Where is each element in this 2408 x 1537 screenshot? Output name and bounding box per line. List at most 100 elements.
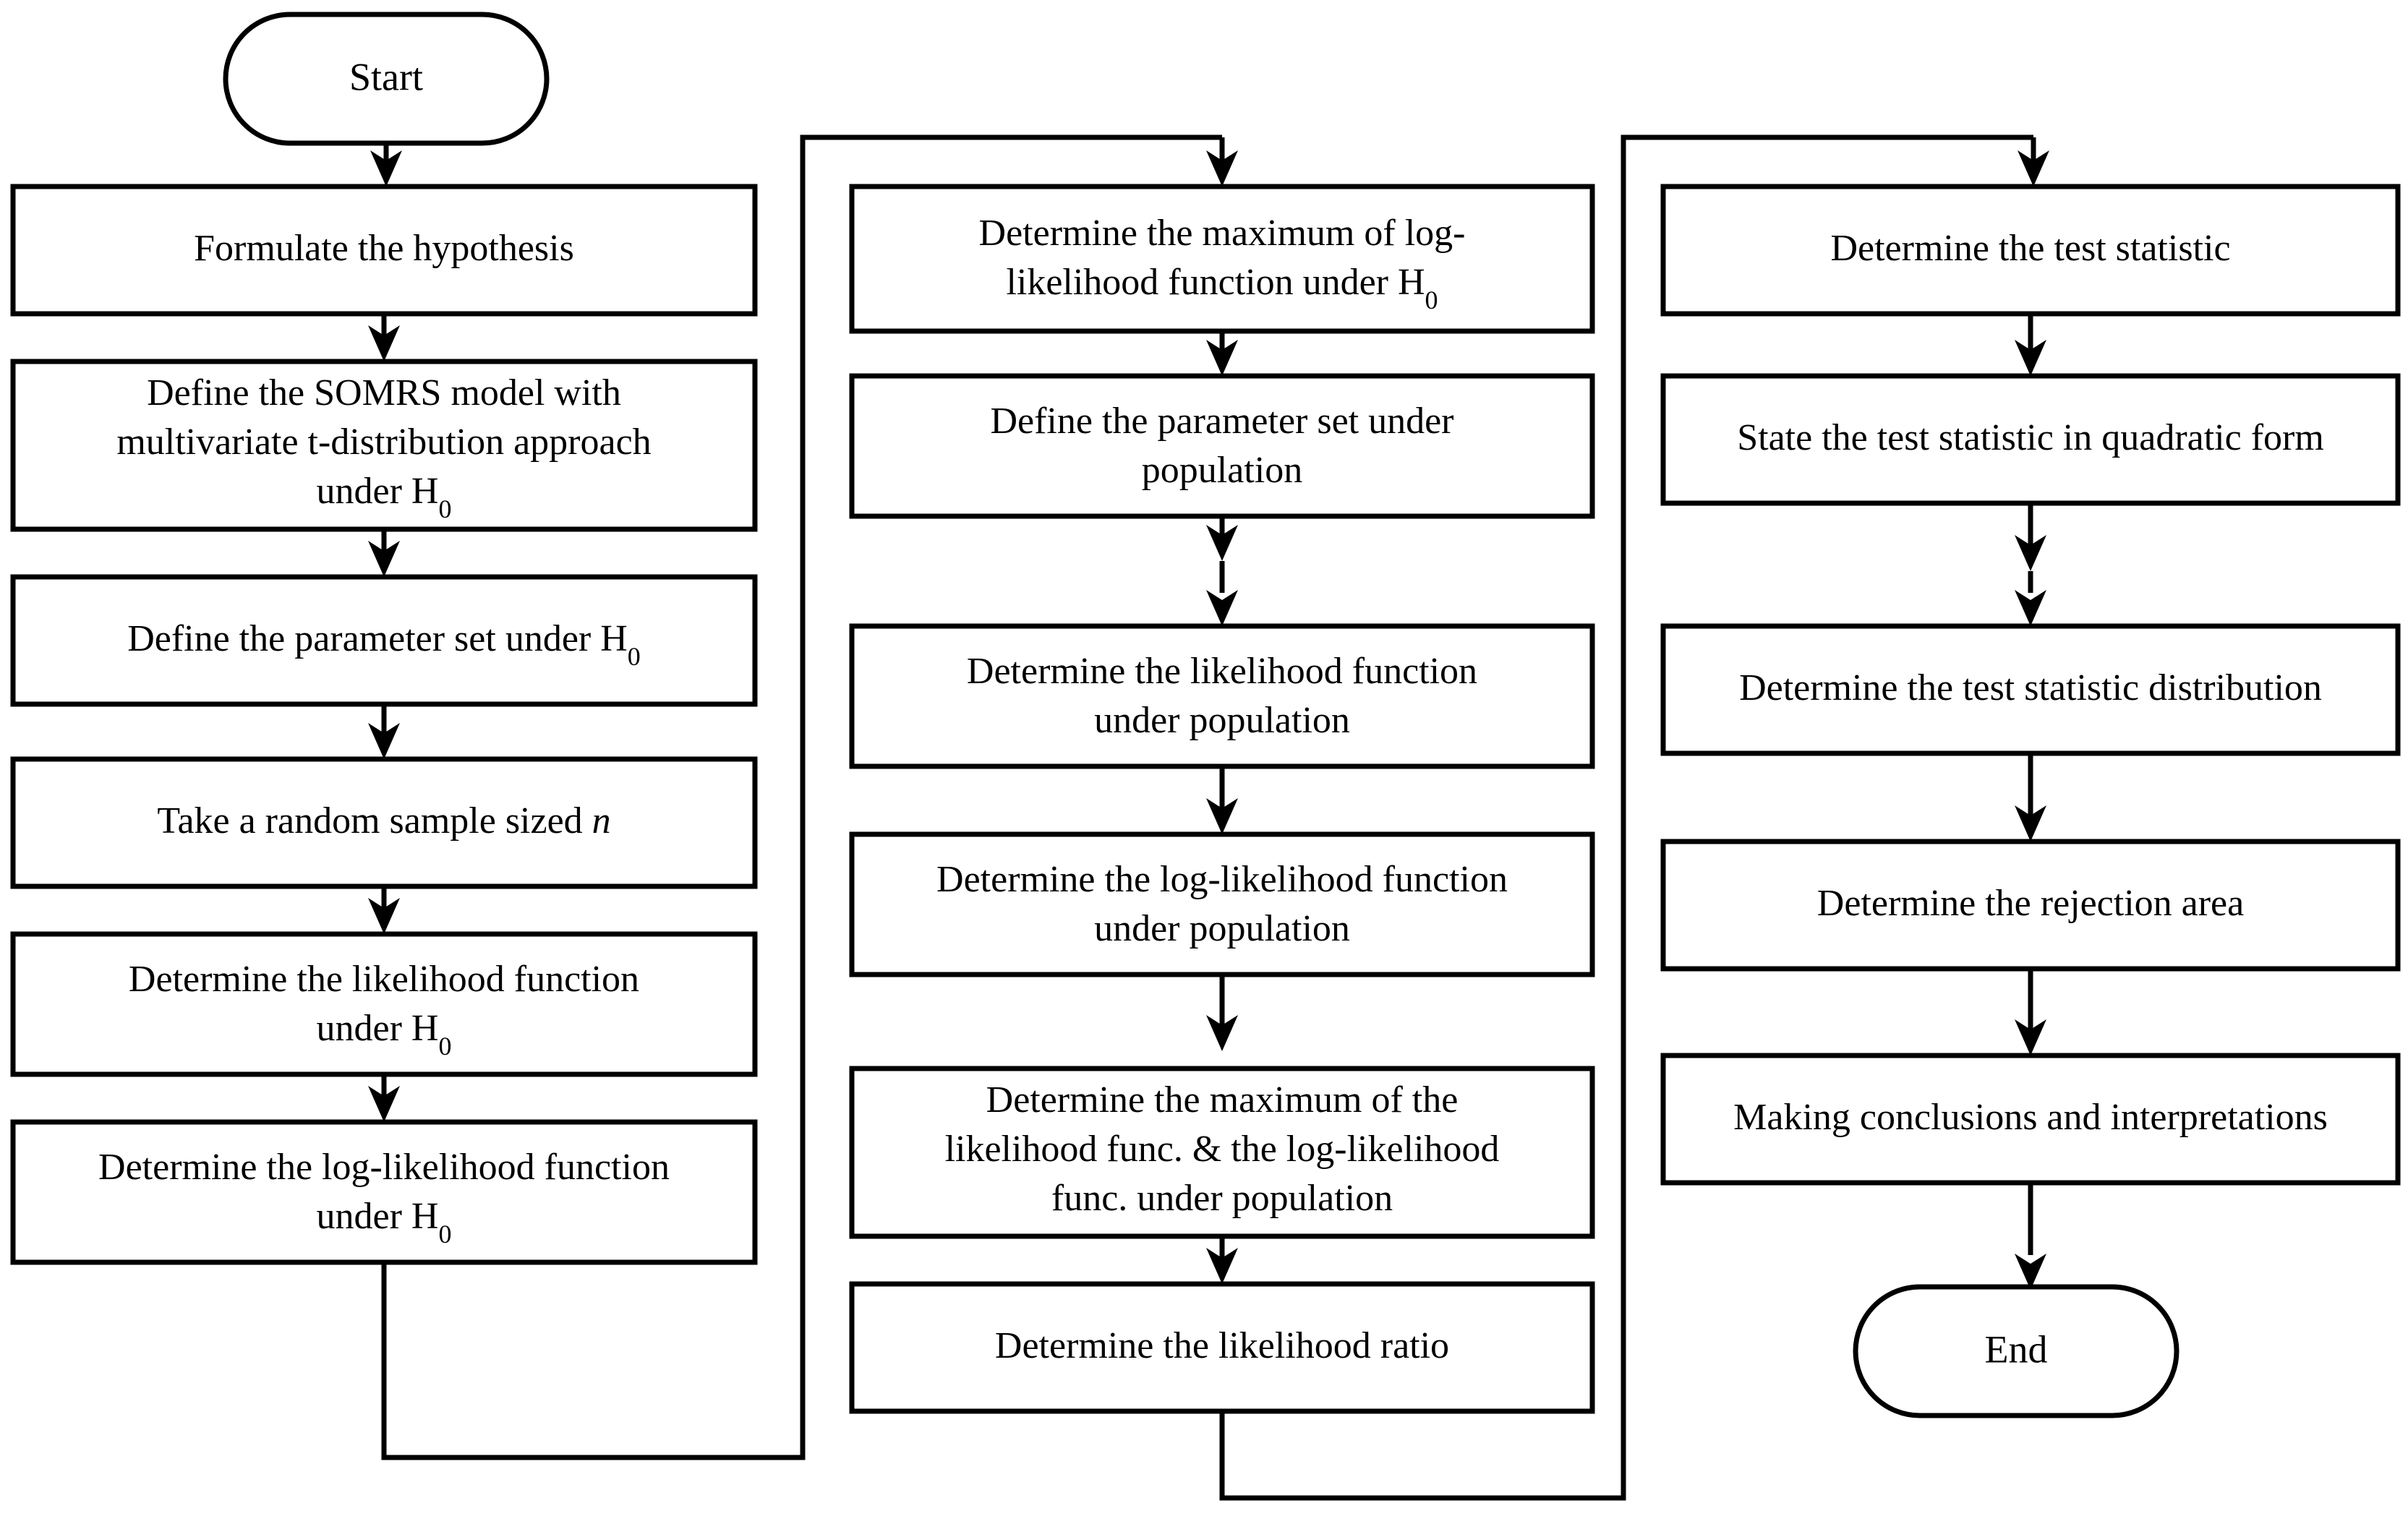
connector-n14-to-n15	[2015, 503, 2046, 571]
n16-shape	[1660, 839, 2401, 972]
end-terminator-label: End	[1985, 1327, 2048, 1371]
n6-label-line-2: under H0	[317, 1196, 452, 1249]
node-n16[interactable]: Determine the rejection area	[1660, 839, 2401, 972]
arrow-down-icon	[2018, 150, 2049, 187]
connector-n1-to-n2	[368, 314, 400, 361]
connector-n4-to-n5	[368, 886, 400, 934]
n5-label-line-2: under H0	[317, 1008, 452, 1061]
node-n17[interactable]: Making conclusions and interpretations	[1660, 1053, 2401, 1186]
arrow-down-icon	[368, 1086, 400, 1122]
end-terminator-shape	[1853, 1284, 2179, 1418]
start-terminator-label: Start	[349, 55, 423, 98]
n2-label-line-3: under H0	[317, 471, 452, 523]
node-n4[interactable]: Take a random sample sized n	[10, 756, 758, 889]
arrow-down-icon	[368, 723, 400, 759]
arrow-down-icon	[2015, 590, 2046, 626]
arrow-down-icon	[2015, 1019, 2046, 1056]
connector-n11-to-n12	[1206, 1236, 1238, 1284]
connector-n7-to-n8	[1206, 331, 1238, 376]
n9-label-line-2: under population	[1094, 700, 1350, 741]
n5-shape	[10, 931, 758, 1077]
connector-n13-to-n14	[2015, 314, 2046, 376]
n7-shape	[849, 184, 1595, 334]
n2-label-line-2: multivariate t-distribution approach	[116, 421, 651, 463]
arrow-down-icon	[1206, 150, 1238, 187]
connector-wrap-col1-to-col2	[381, 134, 1238, 1460]
node-n9[interactable]: Determine the likelihood function under …	[849, 623, 1595, 769]
n17-label-line-1: Making conclusions and interpretations	[1733, 1097, 2328, 1138]
node-n8[interactable]: Define the parameter set under populatio…	[849, 373, 1595, 519]
node-n2[interactable]: Define the SOMRS model with multivariate…	[10, 359, 758, 532]
connector-n9-to-n10	[1206, 766, 1238, 834]
node-n15[interactable]: Determine the test statistic distributio…	[1660, 623, 2401, 756]
n13-label-line-1: Determine the test statistic	[1830, 228, 2230, 269]
arrow-down-icon	[1206, 340, 1238, 376]
node-n5[interactable]: Determine the likelihood function under …	[10, 931, 758, 1077]
arrow-down-icon	[1206, 590, 1238, 626]
n6-label-line-1: Determine the log-likelihood function	[98, 1147, 670, 1188]
n12-shape	[849, 1281, 1595, 1414]
arrow-down-icon	[368, 325, 400, 361]
n15-label-line-1: Determine the test statistic distributio…	[1739, 667, 2322, 708]
arrow-down-icon	[1206, 798, 1238, 834]
arrow-down-icon	[1206, 1248, 1238, 1284]
n9-label-line-1: Determine the likelihood function	[967, 651, 1477, 692]
n1-label-line-1: Formulate the hypothesis	[194, 228, 574, 269]
n7-label-line-1: Determine the maximum of log-	[979, 213, 1466, 254]
node-n6[interactable]: Determine the log-likelihood function un…	[10, 1119, 758, 1265]
arrow-down-icon	[2015, 340, 2046, 376]
n4-label-line-1: Take a random sample sized n	[157, 800, 610, 842]
n10-label-line-2: under population	[1094, 908, 1350, 949]
arrow-down-icon	[1206, 1015, 1238, 1051]
arrow-down-icon	[370, 150, 402, 187]
n8-label-line-2: population	[1142, 450, 1302, 491]
n3-shape	[10, 574, 758, 707]
n7-label-line-2: likelihood function under H0	[1006, 262, 1438, 314]
node-n14[interactable]: State the test statistic in quadratic fo…	[1660, 373, 2401, 506]
node-n10[interactable]: Determine the log-likelihood function un…	[849, 831, 1595, 977]
node-n13[interactable]: Determine the test statistic	[1660, 184, 2401, 317]
n16-label-line-1: Determine the rejection area	[1817, 883, 2244, 924]
n14-label-line-1: State the test statistic in quadratic fo…	[1737, 417, 2324, 458]
node-start[interactable]: Start	[223, 12, 550, 146]
connector-n3-to-n4	[368, 704, 400, 759]
node-n3[interactable]: Define the parameter set under H0	[10, 574, 758, 707]
node-end[interactable]: End	[1853, 1284, 2179, 1418]
n12-label-line-1: Determine the likelihood ratio	[995, 1325, 1449, 1366]
n13-shape	[1660, 184, 2401, 317]
n5-label-line-1: Determine the likelihood function	[129, 959, 639, 1000]
n1-shape	[10, 184, 758, 317]
node-n1[interactable]: Formulate the hypothesis	[10, 184, 758, 317]
connector-n8-to-n9-b	[1206, 561, 1238, 626]
n3-label-line-1: Define the parameter set under H0	[127, 618, 641, 671]
connector-start-to-n1	[370, 143, 402, 187]
n11-shape	[849, 1066, 1595, 1239]
connector-n2-to-n3	[368, 529, 400, 577]
n6-shape	[10, 1119, 758, 1265]
connector-n17-to-end	[2015, 1183, 2046, 1290]
node-n11[interactable]: Determine the maximum of the likelihood …	[849, 1066, 1595, 1239]
connector-n14-to-n15-b	[2015, 571, 2046, 626]
connector-n15-to-n16	[2015, 753, 2046, 842]
n2-label-line-1: Define the SOMRS model with	[147, 372, 621, 414]
connector-wrap-col2-to-col3	[1219, 134, 2049, 1501]
node-n7[interactable]: Determine the maximum of log- likelihood…	[849, 184, 1595, 334]
n11-label-line-1: Determine the maximum of the	[986, 1079, 1459, 1121]
n8-label-line-1: Define the parameter set under	[990, 401, 1453, 442]
arrow-down-icon	[2015, 1254, 2046, 1290]
arrow-down-icon	[2015, 805, 2046, 842]
arrow-down-icon	[368, 898, 400, 934]
n11-label-line-3: func. under population	[1051, 1178, 1393, 1219]
n9-shape	[849, 623, 1595, 769]
connector-n5-to-n6	[368, 1074, 400, 1122]
n8-shape	[849, 373, 1595, 519]
n10-shape	[849, 831, 1595, 977]
n14-shape	[1660, 373, 2401, 506]
arrow-down-icon	[2015, 535, 2046, 571]
arrow-down-icon	[1206, 525, 1238, 561]
arrow-down-icon	[368, 541, 400, 577]
connector-n8-to-n9	[1206, 516, 1238, 561]
node-n12[interactable]: Determine the likelihood ratio	[849, 1281, 1595, 1414]
